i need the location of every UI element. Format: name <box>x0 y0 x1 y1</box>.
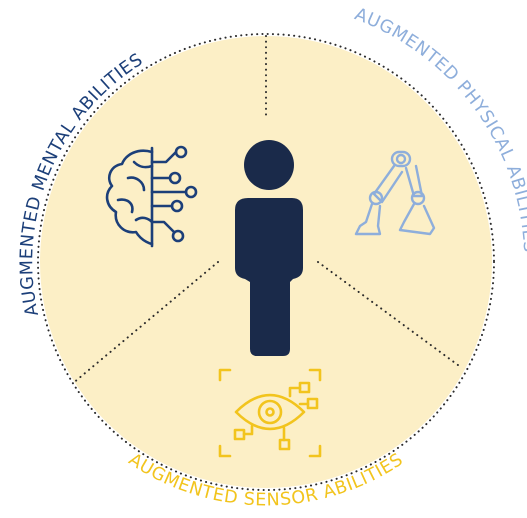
robotic-legs-icon <box>354 150 436 236</box>
divider-left <box>71 261 219 385</box>
brain-circuit-icon <box>105 145 198 248</box>
divider-lines <box>71 35 463 385</box>
dotted-outer-ring <box>37 33 495 491</box>
eye-scan-circuit-icon <box>218 368 322 458</box>
person-icon <box>235 140 303 356</box>
divider-right <box>317 261 463 369</box>
